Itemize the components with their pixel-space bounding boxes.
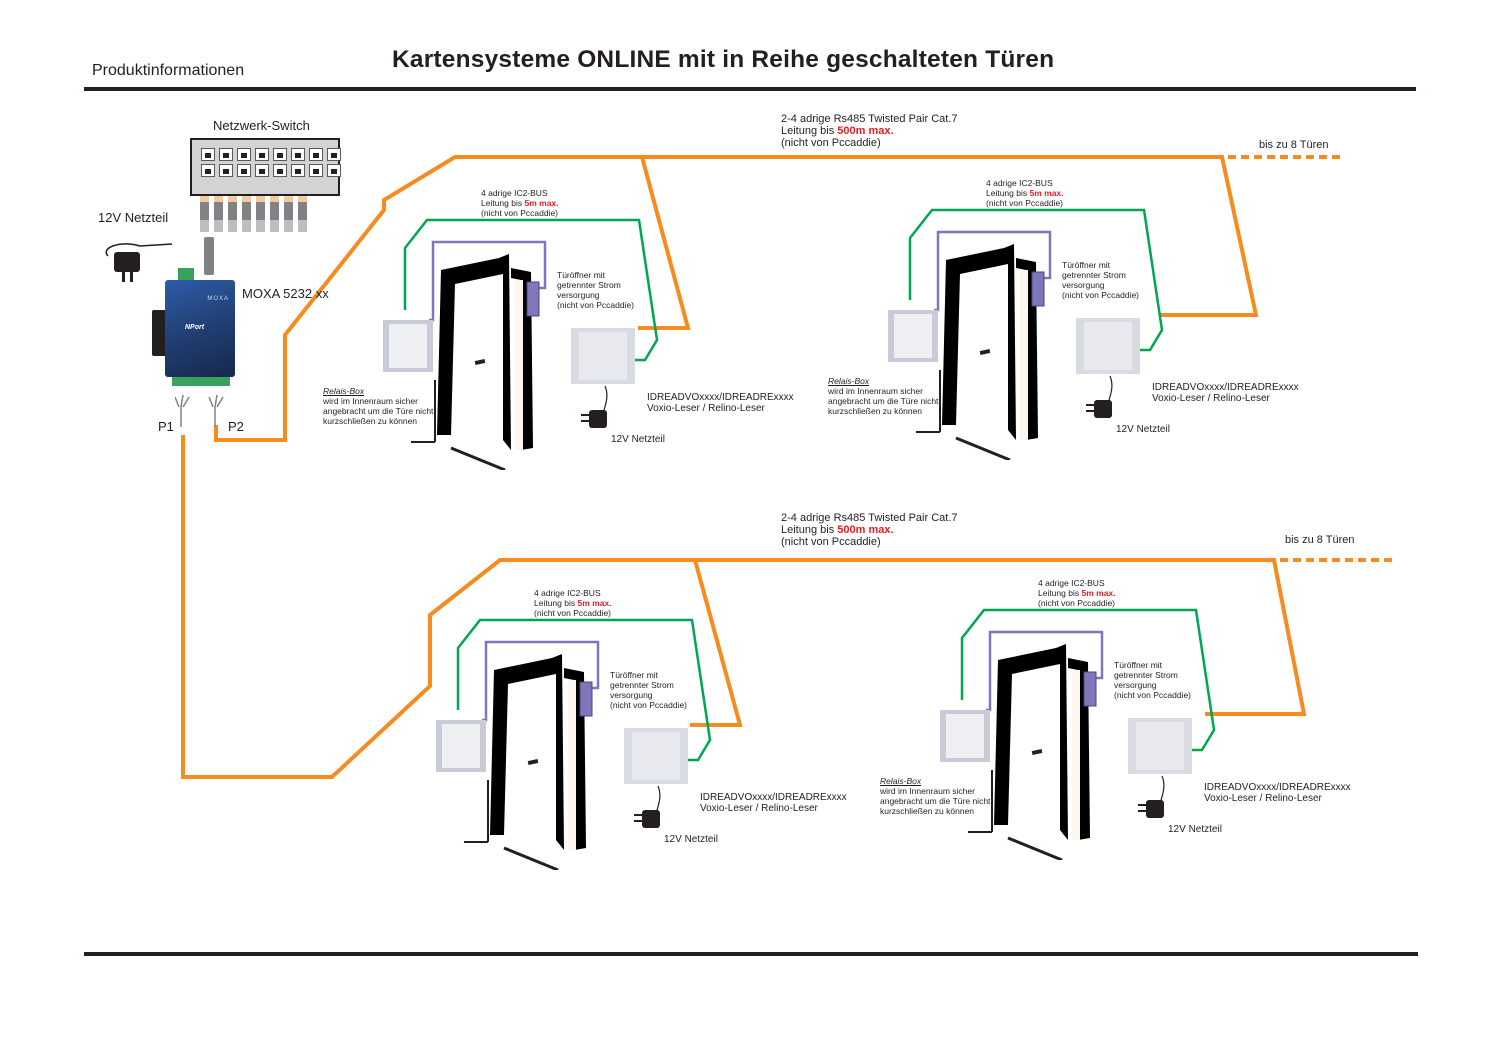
door-opener-label: Türöffner mit getrennter Strom versorgun… <box>1114 660 1192 700</box>
rs485-cable-bottom <box>181 435 1307 779</box>
port-p1-label: P1 <box>158 419 174 434</box>
relay-box-note: Relais-Box wird im Innenraum sicher ange… <box>323 386 434 426</box>
moxa-label: MOXA 5232 xx <box>242 286 329 301</box>
reader-power-label: 12V Netzteil <box>611 434 665 445</box>
reader-power-adapter-icon <box>1138 775 1165 818</box>
switch-port <box>327 164 341 177</box>
door-opener-label: Türöffner mit getrennter Strom versorgun… <box>610 670 688 710</box>
patch-cable <box>298 196 307 232</box>
reader-power-label: 12V Netzteil <box>1168 824 1222 835</box>
patch-cable <box>270 196 279 232</box>
power-adapter-icon <box>105 243 173 282</box>
door-wiring <box>888 208 1164 460</box>
door-opener-label: Türöffner mit getrennter Strom versorgun… <box>1062 260 1140 300</box>
power-supply-label: 12V Netzteil <box>98 210 169 225</box>
relay-box-note: Relais-Box wird im Innenraum sicher ange… <box>880 776 991 816</box>
switch-port <box>255 164 269 177</box>
rs485-cable-top <box>214 155 1259 442</box>
reader-power-label: 12V Netzteil <box>1116 424 1170 435</box>
ic2-bus-label: 4 adrige IC2-BUS Leitung bis 5m max. (ni… <box>481 188 559 218</box>
moxa-power-terminal <box>178 268 194 280</box>
rs485-label-bottom: 2-4 adrige Rs485 Twisted Pair Cat.7 Leit… <box>781 512 958 548</box>
patch-cable <box>242 196 251 232</box>
switch-port <box>237 148 251 161</box>
ic2-bus-cable <box>456 618 712 762</box>
moxa-brand: MOXA <box>207 296 229 302</box>
card-reader-label: IDREADVOxxxx/IDREADRExxxx Voxio-Leser / … <box>647 392 794 414</box>
reader-power-adapter-icon <box>634 785 661 828</box>
door-opener-icon <box>1031 271 1045 307</box>
patch-cable <box>214 196 223 232</box>
patch-cable <box>200 196 209 232</box>
switch-port <box>309 148 323 161</box>
card-reader-label: IDREADVOxxxx/IDREADRExxxx Voxio-Leser / … <box>1204 782 1351 804</box>
ic2-bus-cable <box>960 608 1216 752</box>
relay-box-note: Relais-Box wird im Innenraum sicher ange… <box>828 376 939 416</box>
door-wiring <box>940 608 1216 860</box>
door-opener-icon <box>526 281 540 317</box>
extension-label-bottom: bis zu 8 Türen <box>1285 534 1355 546</box>
reader-power-adapter-icon <box>581 385 608 428</box>
switch-port <box>291 164 305 177</box>
ic2-bus-cable <box>908 208 1164 352</box>
ic2-bus-label: 4 adrige IC2-BUS Leitung bis 5m max. (ni… <box>986 178 1064 208</box>
door-opener-icon <box>1083 671 1097 707</box>
reader-power-adapter-icon <box>1086 375 1113 418</box>
switch-label: Netzwerk-Switch <box>213 118 310 133</box>
ic2-bus-label: 4 adrige IC2-BUS Leitung bis 5m max. (ni… <box>1038 578 1116 608</box>
header-subtitle: Produktinformationen <box>92 62 245 79</box>
footer-divider <box>84 952 1418 956</box>
switch-port <box>273 164 287 177</box>
switch-port <box>201 148 215 161</box>
switch-port <box>237 164 251 177</box>
rs485-label-top: 2-4 adrige Rs485 Twisted Pair Cat.7 Leit… <box>781 113 958 149</box>
serial-wire-ends <box>175 395 224 427</box>
moxa-device: MOXA NPort <box>165 280 235 377</box>
header-divider <box>84 87 1416 91</box>
reader-power-label: 12V Netzteil <box>664 834 718 845</box>
patch-cable <box>284 196 293 232</box>
moxa-serial-terminals <box>172 377 230 386</box>
page-title: Kartensysteme ONLINE mit in Reihe gescha… <box>392 46 1055 73</box>
door-opener-icon <box>579 681 593 717</box>
switch-port <box>219 148 233 161</box>
card-reader-label: IDREADVOxxxx/IDREADRExxxx Voxio-Leser / … <box>1152 382 1299 404</box>
extension-label-top: bis zu 8 Türen <box>1259 139 1329 151</box>
switch-port <box>291 148 305 161</box>
door-wiring <box>383 218 659 470</box>
door-wiring <box>436 618 712 870</box>
moxa-model: NPort <box>185 324 205 331</box>
uplink-patch-cable <box>204 237 214 275</box>
switch-port <box>309 164 323 177</box>
switch-port <box>201 164 215 177</box>
patch-cable <box>228 196 237 232</box>
door-opener-label: Türöffner mit getrennter Strom versorgun… <box>557 270 635 310</box>
ic2-bus-label: 4 adrige IC2-BUS Leitung bis 5m max. (ni… <box>534 588 612 618</box>
card-reader-label: IDREADVOxxxx/IDREADRExxxx Voxio-Leser / … <box>700 792 847 814</box>
switch-port <box>327 148 341 161</box>
ic2-bus-cable <box>403 218 659 362</box>
switch-port <box>255 148 269 161</box>
network-switch <box>190 138 341 196</box>
switch-port <box>219 164 233 177</box>
port-p2-label: P2 <box>228 419 244 434</box>
patch-cable <box>256 196 265 232</box>
switch-port <box>273 148 287 161</box>
